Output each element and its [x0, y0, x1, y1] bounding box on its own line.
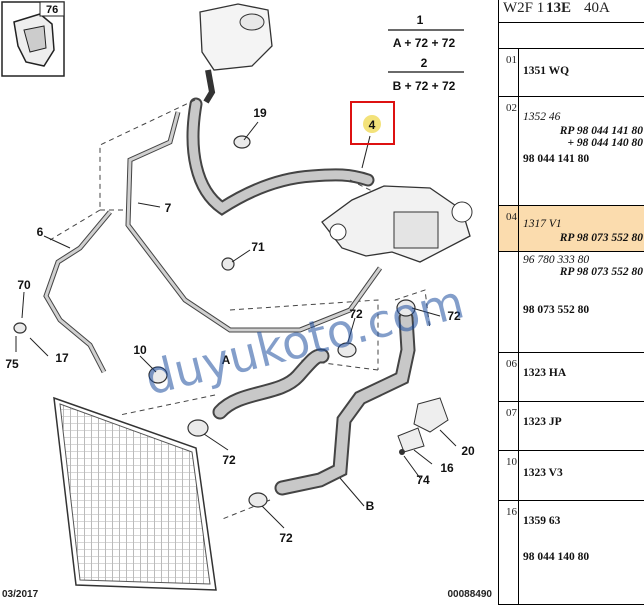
radiator-drawing	[53, 396, 217, 591]
header-code-3: 40A	[584, 0, 610, 16]
watermark-text: duyukoto.com	[140, 274, 470, 405]
callouts: 4 19 7 6 71 70 17 75 10 A 72 72 72 72 20…	[5, 106, 475, 545]
reference-part-number: 98 044 140 80	[523, 551, 590, 563]
callout-17: 17	[55, 351, 69, 365]
reference-row: 02 1352 46 RP 98 044 141 80+ 98 044 140 80…	[499, 97, 644, 206]
reference-row-index: 07	[506, 407, 517, 419]
callout-70: 70	[17, 278, 31, 292]
callout-b: B	[366, 499, 375, 513]
reference-row-index: 04	[506, 211, 517, 223]
reference-row-divider	[518, 501, 519, 604]
bracket-assembly-drawing	[397, 397, 449, 455]
callout-4: 4	[369, 118, 376, 132]
reference-part-number: 1352 46	[523, 111, 561, 123]
reference-row-index: 01	[506, 54, 517, 66]
callout-16: 16	[440, 461, 454, 475]
callout-7: 7	[165, 201, 172, 215]
callout-20: 20	[461, 444, 475, 458]
lower-hose-a-drawing	[212, 348, 330, 420]
lower-hose-b-drawing	[274, 310, 416, 496]
callout-72-upper: 72	[349, 307, 363, 321]
reference-part-number: 1323 JP	[523, 416, 562, 428]
parts-diagram: 76 1 A + 72 + 72 2 B + 72 + 72	[1, 1, 493, 600]
reference-row-index: 06	[506, 358, 517, 370]
reference-row-divider	[518, 49, 519, 96]
callout-72-bottom: 72	[279, 531, 293, 545]
reference-row-divider	[518, 451, 519, 500]
header-code-2: 13E	[546, 0, 572, 16]
reference-part-number: 1317 V1	[523, 218, 562, 230]
callout-10: 10	[133, 343, 147, 357]
exploded-view-drawing: 76 1 A + 72 + 72 2 B + 72 + 72	[1, 1, 493, 600]
bleed-pipes-drawing	[43, 111, 383, 374]
legend-2-text: B + 72 + 72	[393, 79, 456, 93]
reference-row-divider	[518, 353, 519, 401]
legend-2-number: 2	[421, 56, 428, 70]
reference-part-number: 1323 V3	[523, 467, 563, 479]
reference-row-divider	[518, 402, 519, 450]
reference-part-number: + 98 044 140 80	[567, 137, 643, 149]
callout-75: 75	[5, 357, 19, 371]
callout-a: A	[222, 353, 231, 367]
header-code-1: W2F 1	[503, 0, 545, 16]
inset-clip-drawing	[1, 1, 65, 77]
reference-part-number: 96 780 333 80	[523, 254, 590, 266]
callout-72-lower: 72	[222, 453, 236, 467]
reference-part-number: RP 98 044 141 80	[559, 125, 643, 137]
footer-drawing-id: 00088490	[448, 589, 493, 600]
upper-hose-4-drawing	[186, 97, 375, 216]
legend-1-text: A + 72 + 72	[393, 36, 456, 50]
callout-6: 6	[37, 225, 44, 239]
reference-row: 16 1359 63 98 044 140 80	[499, 501, 644, 605]
reference-part-number: 1351 WQ	[523, 65, 570, 77]
reference-row-divider	[518, 206, 519, 251]
reference-header: W2F 1 13E 40A	[499, 0, 644, 23]
hose-clamps	[13, 135, 416, 508]
thermostat-housing-drawing	[321, 185, 473, 263]
callout-74: 74	[416, 473, 430, 487]
reference-part-number: RP 98 073 552 80	[559, 232, 643, 244]
callout-19: 19	[253, 106, 267, 120]
callout-72-right: 72	[447, 309, 461, 323]
reference-spacer-row	[499, 22, 644, 49]
reference-part-number: 98 044 141 80	[523, 153, 590, 165]
reference-row: 04 1317 V1 RP 98 073 552 80	[499, 206, 644, 252]
reference-row-index: 10	[506, 456, 517, 468]
reference-row: 07 1323 JP	[499, 402, 644, 451]
leader-lines	[15, 121, 457, 529]
callout-71: 71	[251, 240, 265, 254]
reference-row: 01 1351 WQ	[499, 49, 644, 97]
highlight-box-4	[350, 101, 395, 145]
reference-row: 10 1323 V3	[499, 451, 644, 501]
expansion-tank-drawing	[199, 3, 273, 104]
reference-part-number: 1323 HA	[523, 367, 567, 379]
reference-row-index: 16	[506, 506, 517, 518]
reference-row-divider	[518, 252, 519, 352]
reference-row-divider	[518, 97, 519, 205]
footer-date: 03/2017	[2, 589, 39, 600]
reference-table: W2F 1 13E 40A 01 1351 WQ 02 1352 46 RP 98 04…	[498, 0, 644, 605]
reference-part-number: 1359 63	[523, 515, 561, 527]
reference-part-number: RP 98 073 552 80	[559, 266, 643, 278]
inset-number: 76	[46, 4, 58, 16]
reference-part-number: 98 073 552 80	[523, 304, 590, 316]
reference-row-index: 02	[506, 102, 517, 114]
reference-row: 06 1323 HA	[499, 353, 644, 402]
legend-1-number: 1	[417, 13, 424, 27]
legend: 1 A + 72 + 72 2 B + 72 + 72	[388, 13, 464, 93]
